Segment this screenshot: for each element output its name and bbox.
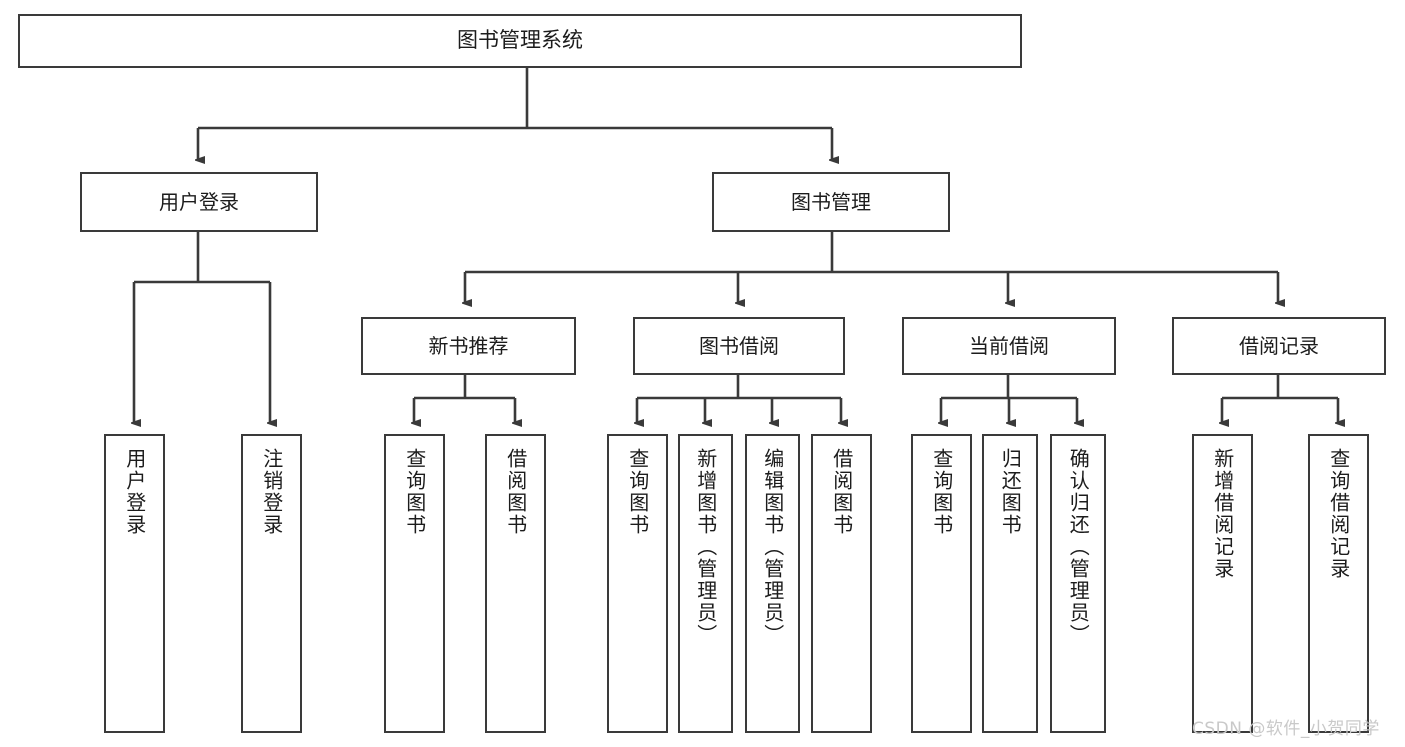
node-current-borrow[interactable]: 当前借阅 bbox=[902, 317, 1116, 375]
node-leaf-user-logout-label: 注销登录 bbox=[259, 448, 284, 536]
node-book-borrow-label: 图书借阅 bbox=[699, 333, 779, 358]
node-leaf-current-query-book[interactable]: 查询图书 bbox=[911, 434, 972, 733]
node-leaf-record-add[interactable]: 新增借阅记录 bbox=[1192, 434, 1253, 733]
node-leaf-rec-query-book-label: 查询图书 bbox=[402, 448, 427, 536]
node-leaf-user-login[interactable]: 用户登录 bbox=[104, 434, 165, 733]
node-leaf-user-login-label: 用户登录 bbox=[122, 448, 147, 536]
node-user-login[interactable]: 用户登录 bbox=[80, 172, 318, 232]
node-leaf-borrow-query-book[interactable]: 查询图书 bbox=[607, 434, 668, 733]
node-leaf-record-search[interactable]: 查询借阅记录 bbox=[1308, 434, 1369, 733]
node-leaf-borrow-do-borrow[interactable]: 借阅图书 bbox=[811, 434, 872, 733]
node-root-label: 图书管理系统 bbox=[457, 28, 583, 53]
node-leaf-borrow-query-book-label: 查询图书 bbox=[625, 448, 650, 536]
node-leaf-record-search-label: 查询借阅记录 bbox=[1326, 448, 1351, 580]
watermark: CSDN @软件_小贺同学 bbox=[1192, 719, 1380, 739]
node-leaf-rec-borrow-book-label: 借阅图书 bbox=[503, 448, 528, 536]
node-leaf-rec-query-book[interactable]: 查询图书 bbox=[384, 434, 445, 733]
node-root[interactable]: 图书管理系统 bbox=[18, 14, 1022, 68]
node-borrow-record[interactable]: 借阅记录 bbox=[1172, 317, 1386, 375]
node-leaf-current-confirm-return[interactable]: 确认归还（管理员） bbox=[1050, 434, 1106, 733]
node-leaf-borrow-add-book-label: 新增图书（管理员） bbox=[693, 448, 718, 646]
node-leaf-current-return-book[interactable]: 归还图书 bbox=[982, 434, 1038, 733]
node-leaf-borrow-edit-book-label: 编辑图书（管理员） bbox=[760, 448, 785, 646]
node-leaf-user-logout[interactable]: 注销登录 bbox=[241, 434, 302, 733]
node-borrow-record-label: 借阅记录 bbox=[1239, 333, 1319, 358]
node-current-borrow-label: 当前借阅 bbox=[969, 333, 1049, 358]
node-leaf-borrow-do-borrow-label: 借阅图书 bbox=[829, 448, 854, 536]
node-leaf-rec-borrow-book[interactable]: 借阅图书 bbox=[485, 434, 546, 733]
node-new-book-recommend[interactable]: 新书推荐 bbox=[361, 317, 576, 375]
node-leaf-record-add-label: 新增借阅记录 bbox=[1210, 448, 1235, 580]
node-leaf-borrow-add-book[interactable]: 新增图书（管理员） bbox=[678, 434, 733, 733]
node-book-manage[interactable]: 图书管理 bbox=[712, 172, 950, 232]
node-leaf-current-query-book-label: 查询图书 bbox=[929, 448, 954, 536]
node-book-manage-label: 图书管理 bbox=[791, 189, 871, 214]
node-leaf-current-return-book-label: 归还图书 bbox=[998, 448, 1023, 536]
node-new-book-recommend-label: 新书推荐 bbox=[428, 333, 509, 358]
node-leaf-borrow-edit-book[interactable]: 编辑图书（管理员） bbox=[745, 434, 800, 733]
node-user-login-label: 用户登录 bbox=[159, 189, 239, 214]
node-book-borrow[interactable]: 图书借阅 bbox=[633, 317, 845, 375]
node-leaf-current-confirm-return-label: 确认归还（管理员） bbox=[1066, 448, 1091, 646]
